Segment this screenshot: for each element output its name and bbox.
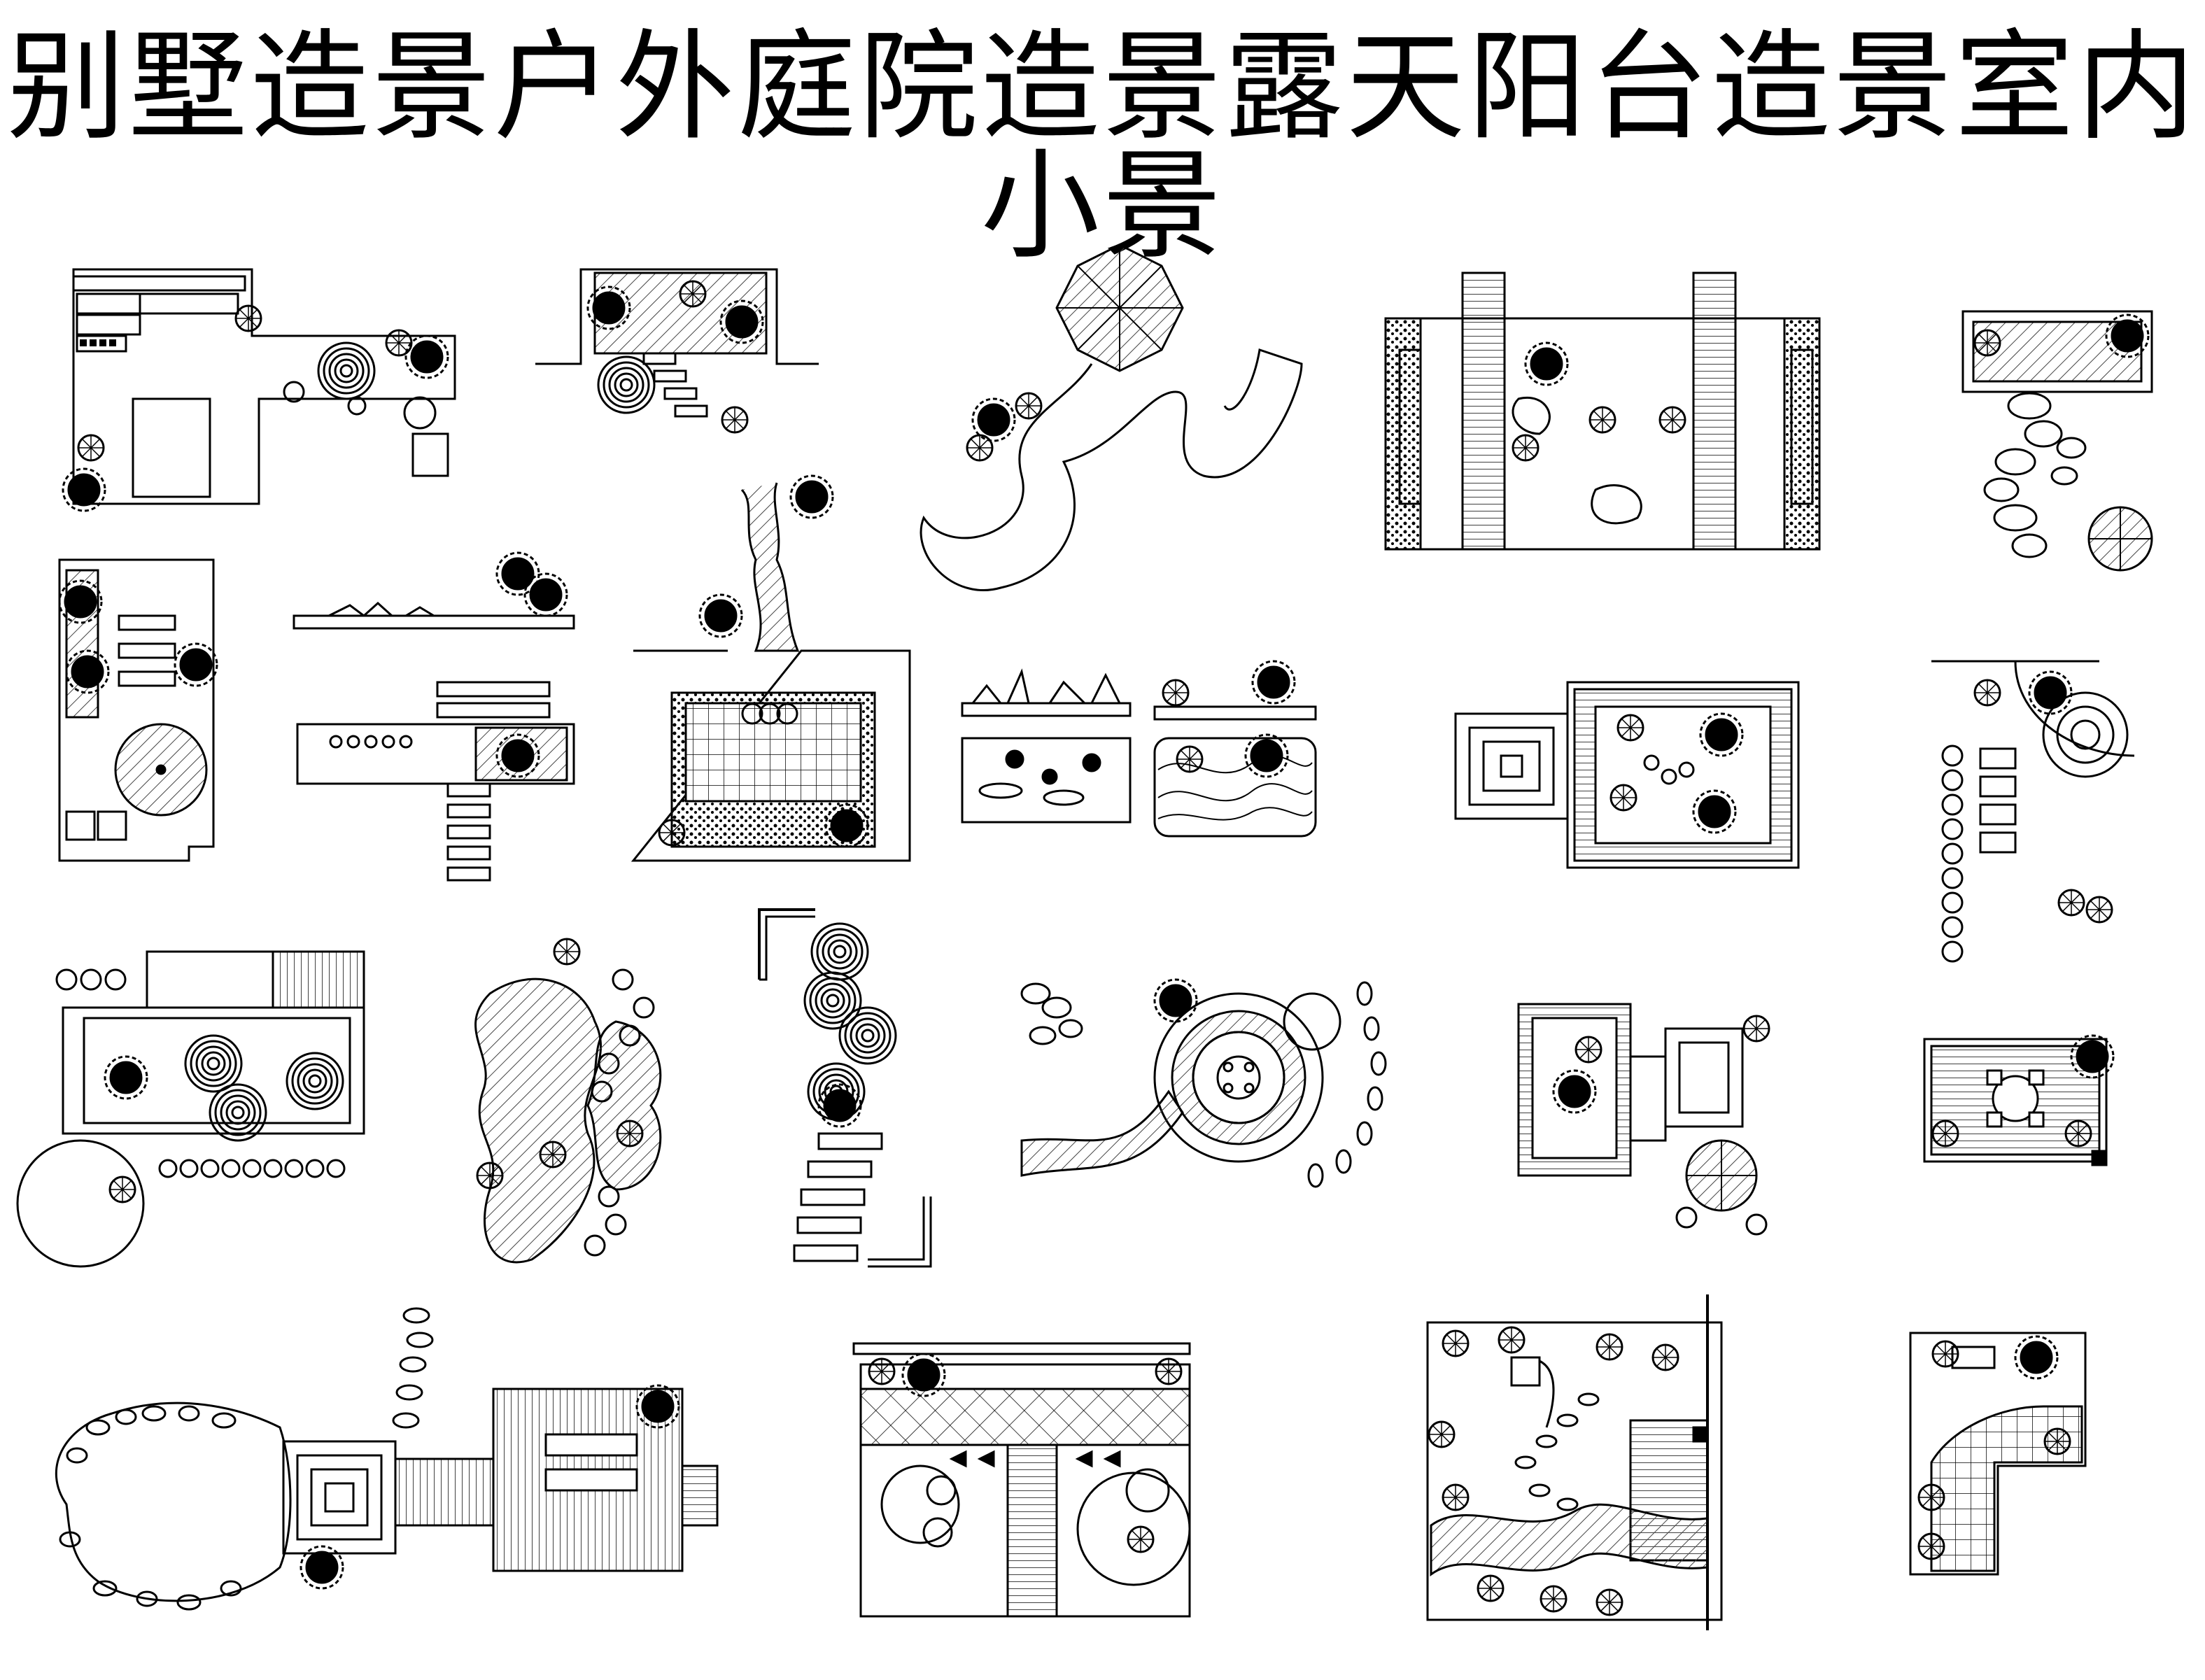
garden-plan-oval-pond-deck	[55, 1307, 719, 1611]
garden-plan-square-fountain	[1454, 681, 1800, 869]
garden-plan-courtyard-hedges	[1384, 271, 1821, 551]
garden-plan-pavilion-path	[920, 243, 1303, 591]
garden-plan-balcony-stepping	[1961, 310, 2153, 572]
garden-plan-round-plaza	[1020, 978, 1387, 1188]
garden-plan-rockery-stairs	[535, 268, 819, 434]
page-title: 别墅造景户外庭院造景露天阳台造景室内小景	[6, 18, 2199, 276]
garden-plan-l-shaped	[1909, 1332, 2087, 1576]
garden-plan-free-pond	[474, 938, 662, 1264]
garden-plan-terrace-steps	[62, 268, 456, 512]
garden-plan-circle-corner	[1931, 660, 2135, 963]
garden-plan-deck-circles	[16, 950, 365, 1268]
garden-plan-narrow-yard	[58, 558, 218, 862]
garden-plan-deck-umbrella	[1517, 1003, 1770, 1236]
garden-plan-balcony-table	[1923, 1034, 2115, 1166]
garden-plan-pond-grid	[630, 474, 911, 862]
garden-plan-rock-elevations	[961, 660, 1317, 838]
garden-plan-shelf-elevation	[293, 551, 575, 882]
garden-plan-stepped-circles	[758, 908, 932, 1268]
garden-plan-backyard-river	[1426, 1294, 1723, 1630]
garden-plan-lawn-entry	[852, 1342, 1191, 1618]
